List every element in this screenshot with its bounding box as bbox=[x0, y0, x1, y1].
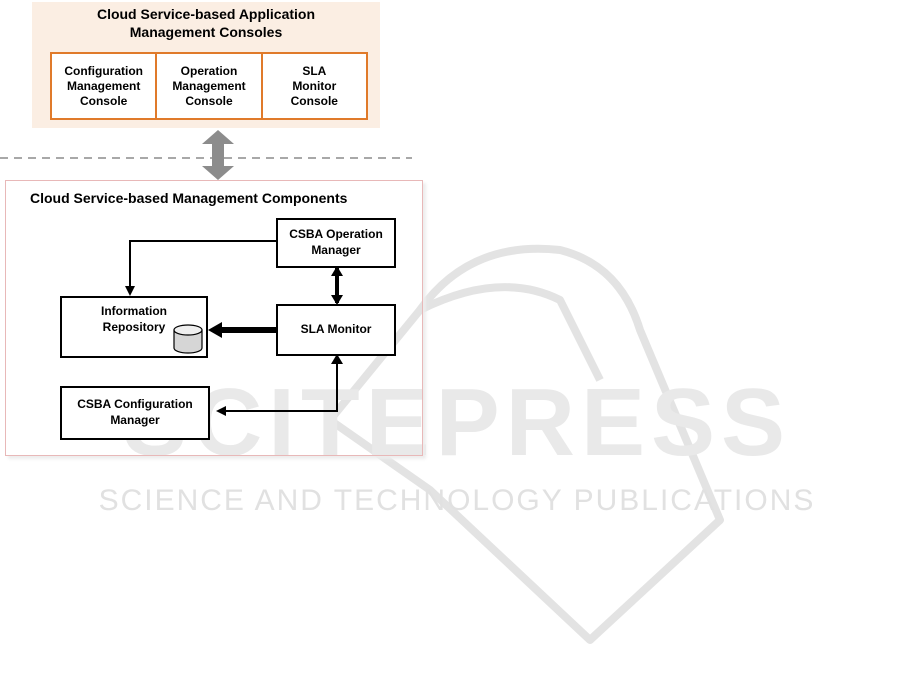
sla-monitor-console[interactable]: SLA Monitor Console bbox=[290, 63, 338, 108]
operation-management-console[interactable]: Operation Management Console bbox=[157, 54, 263, 118]
console-component-connector bbox=[202, 130, 234, 180]
csba-configuration-manager[interactable]: CSBA Configuration Manager bbox=[60, 386, 210, 440]
consoles-row: Configuration Management Console Operati… bbox=[50, 52, 368, 120]
arrow-operation-to-repository bbox=[125, 240, 276, 296]
configuration-management-console[interactable]: Configuration Management Console bbox=[52, 54, 158, 118]
database-icon bbox=[173, 324, 203, 354]
watermark-tagline: SCIENCE AND TECHNOLOGY PUBLICATIONS bbox=[99, 484, 816, 517]
consoles-title: Cloud Service-based Application Manageme… bbox=[96, 6, 316, 40]
information-repository-label: Information Repository bbox=[101, 304, 167, 334]
components-panel bbox=[5, 180, 423, 456]
watermark-brand: SCITEPRESS bbox=[123, 369, 791, 476]
csba-operation-manager[interactable]: CSBA Operation Manager bbox=[276, 218, 396, 268]
information-repository[interactable]: Information Repository bbox=[60, 296, 208, 358]
arrow-sla-configuration bbox=[216, 360, 338, 416]
sla-monitor[interactable]: SLA Monitor bbox=[276, 304, 396, 356]
components-title: Cloud Service-based Management Component… bbox=[30, 190, 348, 206]
